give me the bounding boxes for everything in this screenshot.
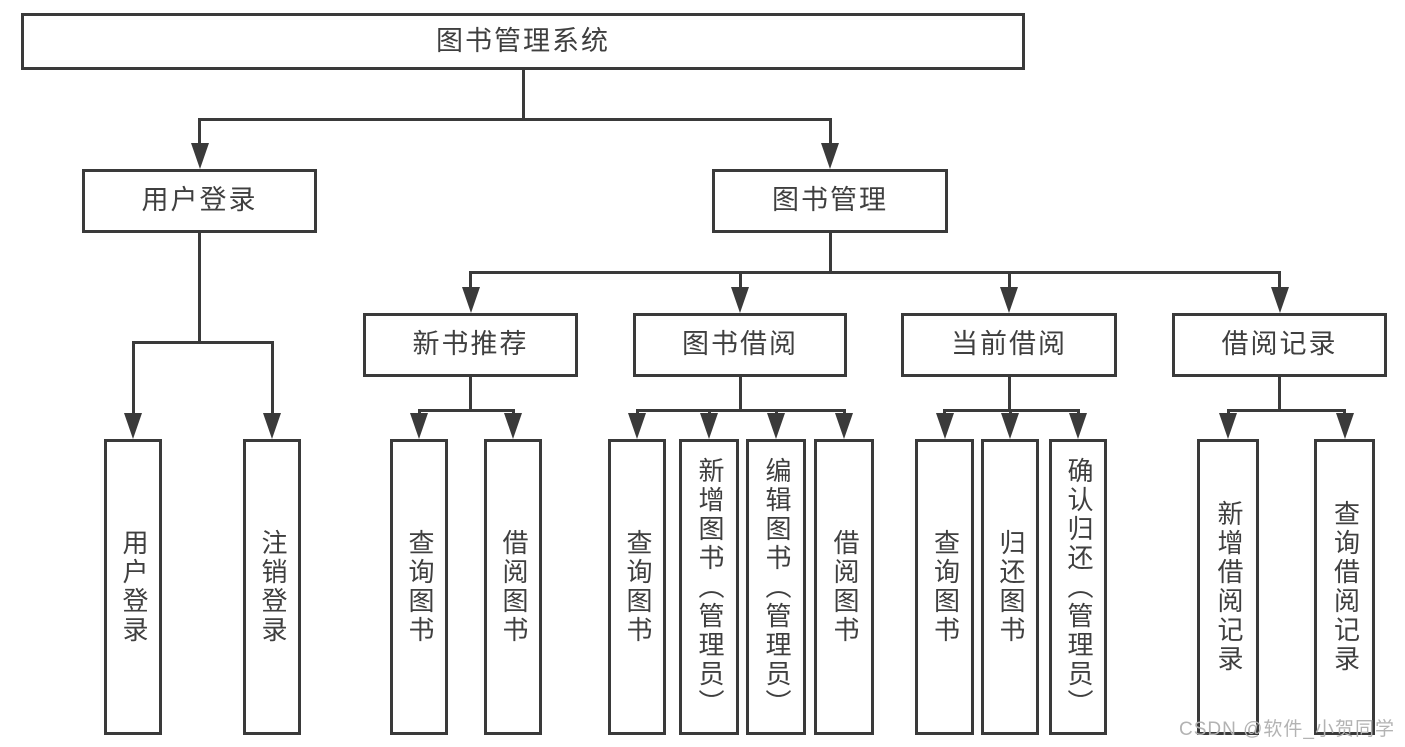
connector-line bbox=[469, 272, 472, 291]
connector-line bbox=[469, 270, 1281, 274]
node-cb-return: 归还图书 bbox=[981, 439, 1039, 735]
arrowhead-down-icon bbox=[935, 413, 954, 439]
connector-line bbox=[417, 408, 515, 412]
connector-line bbox=[1007, 377, 1011, 410]
arrowhead-down-icon bbox=[1069, 413, 1087, 439]
node-bb-borrow: 借阅图书 bbox=[814, 439, 874, 735]
connector-line bbox=[131, 342, 135, 417]
arrowhead-down-icon bbox=[1000, 287, 1018, 313]
node-br-add: 新增借阅记录 bbox=[1197, 439, 1259, 735]
arrowhead-down-icon bbox=[1001, 413, 1019, 439]
node-login-leaf: 用户登录 bbox=[104, 439, 162, 735]
arrowhead-down-icon bbox=[124, 413, 142, 439]
arrowhead-down-icon bbox=[1219, 413, 1237, 439]
arrowhead-down-icon bbox=[263, 413, 281, 439]
connector-line bbox=[469, 377, 472, 410]
node-logout-leaf: 注销登录 bbox=[243, 439, 301, 735]
node-bb-edit: 编辑图书（管理员） bbox=[746, 439, 806, 735]
node-root: 图书管理系统 bbox=[21, 13, 1025, 70]
node-bb-add: 新增图书（管理员） bbox=[679, 439, 739, 735]
connector-line bbox=[1278, 377, 1281, 410]
arrowhead-down-icon bbox=[1335, 413, 1354, 439]
connector-line bbox=[198, 117, 832, 121]
connector-line bbox=[738, 272, 742, 291]
connector-line bbox=[635, 408, 846, 412]
arrowhead-down-icon bbox=[731, 287, 749, 313]
node-new-rec: 新书推荐 bbox=[363, 313, 578, 377]
node-cb-query: 查询图书 bbox=[915, 439, 974, 735]
node-br-query: 查询借阅记录 bbox=[1314, 439, 1375, 735]
connector-line bbox=[1007, 272, 1011, 291]
arrowhead-down-icon bbox=[767, 413, 785, 439]
arrowhead-down-icon bbox=[628, 413, 646, 439]
node-rec-borrow: 借阅图书 bbox=[484, 439, 542, 735]
node-current-borrow: 当前借阅 bbox=[901, 313, 1117, 377]
node-book-borrow: 图书借阅 bbox=[633, 313, 847, 377]
connector-line bbox=[198, 119, 201, 147]
node-bb-query: 查询图书 bbox=[608, 439, 666, 735]
node-cb-confirm: 确认归还（管理员） bbox=[1049, 439, 1107, 735]
arrowhead-down-icon bbox=[410, 413, 428, 439]
arrowhead-down-icon bbox=[504, 413, 522, 439]
connector-line bbox=[270, 342, 274, 417]
connector-line bbox=[828, 119, 832, 147]
connector-line bbox=[521, 70, 525, 119]
connector-line bbox=[1226, 408, 1346, 412]
csdn-watermark: CSDN @软件_小贺同学 bbox=[1179, 719, 1395, 740]
arrowhead-down-icon bbox=[461, 287, 480, 313]
node-rec-query: 查询图书 bbox=[390, 439, 448, 735]
arrowhead-down-icon bbox=[1270, 287, 1289, 313]
node-borrow-records: 借阅记录 bbox=[1172, 313, 1387, 377]
arrowhead-down-icon bbox=[821, 143, 839, 169]
connector-line bbox=[738, 377, 742, 410]
connector-line bbox=[828, 233, 832, 272]
arrowhead-down-icon bbox=[700, 413, 718, 439]
arrowhead-down-icon bbox=[190, 143, 209, 169]
connector-line bbox=[131, 340, 274, 344]
node-user-login: 用户登录 bbox=[82, 169, 317, 233]
arrowhead-down-icon bbox=[835, 413, 853, 439]
node-book-mgmt: 图书管理 bbox=[712, 169, 948, 233]
connector-line bbox=[198, 233, 201, 342]
connector-line bbox=[1278, 272, 1281, 291]
